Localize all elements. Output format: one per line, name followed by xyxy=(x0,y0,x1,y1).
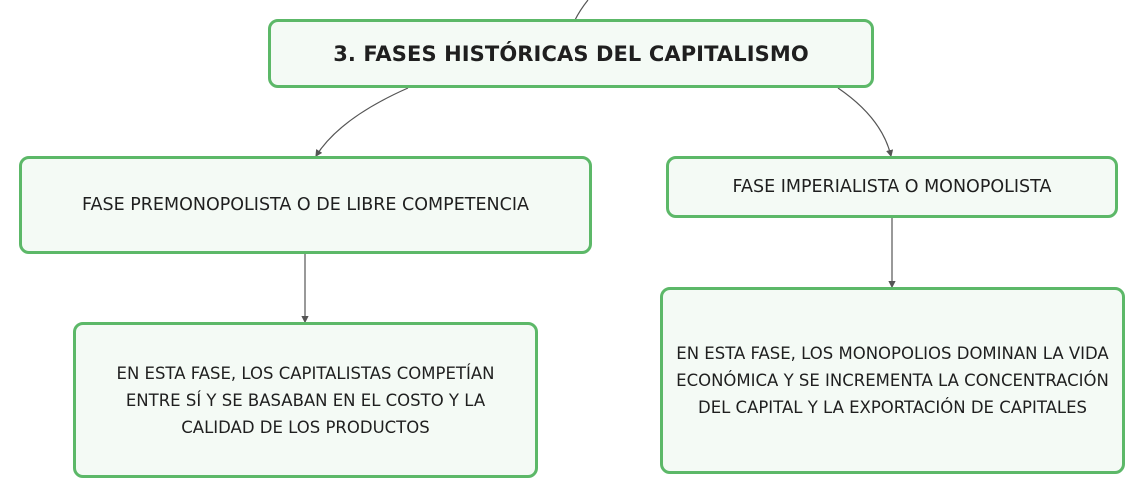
connector-title-to-right xyxy=(837,87,894,158)
premonopolist-description-text: EN ESTA FASE, LOS CAPITALISTAS COMPETÍAN… xyxy=(116,363,495,437)
imperialist-phase-label: FASE IMPERIALISTA O MONOPOLISTA xyxy=(732,177,1052,197)
connector-title-to-left xyxy=(315,87,409,158)
premonopolist-description-node[interactable]: EN ESTA FASE, LOS CAPITALISTAS COMPETÍAN… xyxy=(73,322,538,478)
incoming-connector xyxy=(574,0,589,21)
title-node[interactable]: 3. FASES HISTÓRICAS DEL CAPITALISMO xyxy=(268,19,874,88)
imperialist-description-text: EN ESTA FASE, LOS MONOPOLIOS DOMINAN LA … xyxy=(676,344,1109,417)
title-node-label: 3. FASES HISTÓRICAS DEL CAPITALISMO xyxy=(333,41,809,66)
premonopolist-phase-label: FASE PREMONOPOLISTA O DE LIBRE COMPETENC… xyxy=(82,195,529,215)
imperialist-phase-node[interactable]: FASE IMPERIALISTA O MONOPOLISTA xyxy=(666,156,1118,218)
premonopolist-phase-node[interactable]: FASE PREMONOPOLISTA O DE LIBRE COMPETENC… xyxy=(19,156,592,254)
imperialist-description-node[interactable]: EN ESTA FASE, LOS MONOPOLIOS DOMINAN LA … xyxy=(660,287,1125,474)
